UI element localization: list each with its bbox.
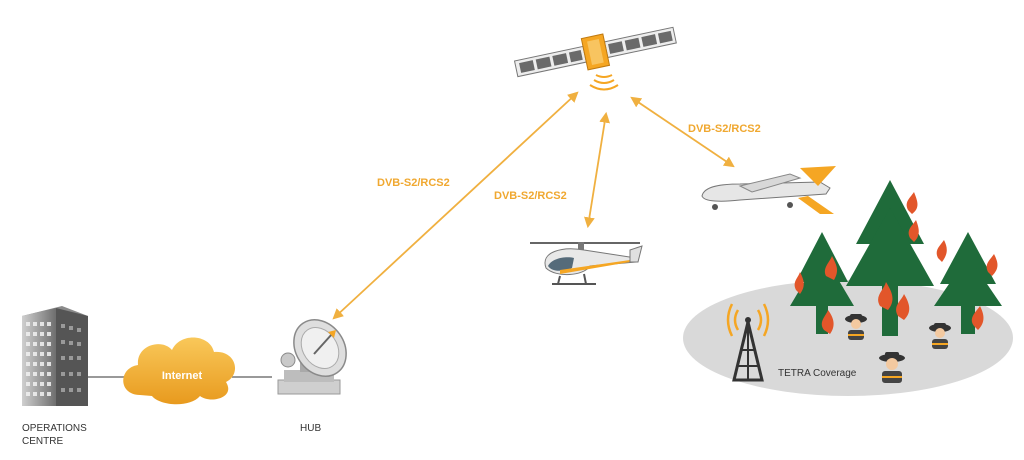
tree-icon [790,180,1002,336]
helicopter-satellite-arrow [584,111,610,229]
operations-centre-label-line2: CENTRE [22,436,63,447]
drone-icon [701,166,836,214]
helicopter-satellite-link-label: DVB-S2/RCS2 [494,190,567,202]
cloud-icon [123,337,236,405]
drone-satellite-link-label: DVB-S2/RCS2 [688,123,761,135]
hub-label: HUB [300,423,321,434]
hub-satellite-arrow [332,91,579,320]
firefighter-icon [845,314,951,383]
radio-tower-icon [726,303,770,382]
satellite-icon [513,26,677,91]
building-icon [22,306,88,406]
operations-centre-label-line1: OPERATIONS [22,423,87,434]
internet-label: Internet [162,370,203,382]
tetra-coverage-label: TETRA Coverage [778,368,857,379]
helicopter-icon [530,242,643,285]
satellite-dish-icon [277,319,347,395]
fire-icon [794,192,998,334]
drone-satellite-arrow [630,96,735,168]
hub-satellite-link-label: DVB-S2/RCS2 [377,177,450,189]
